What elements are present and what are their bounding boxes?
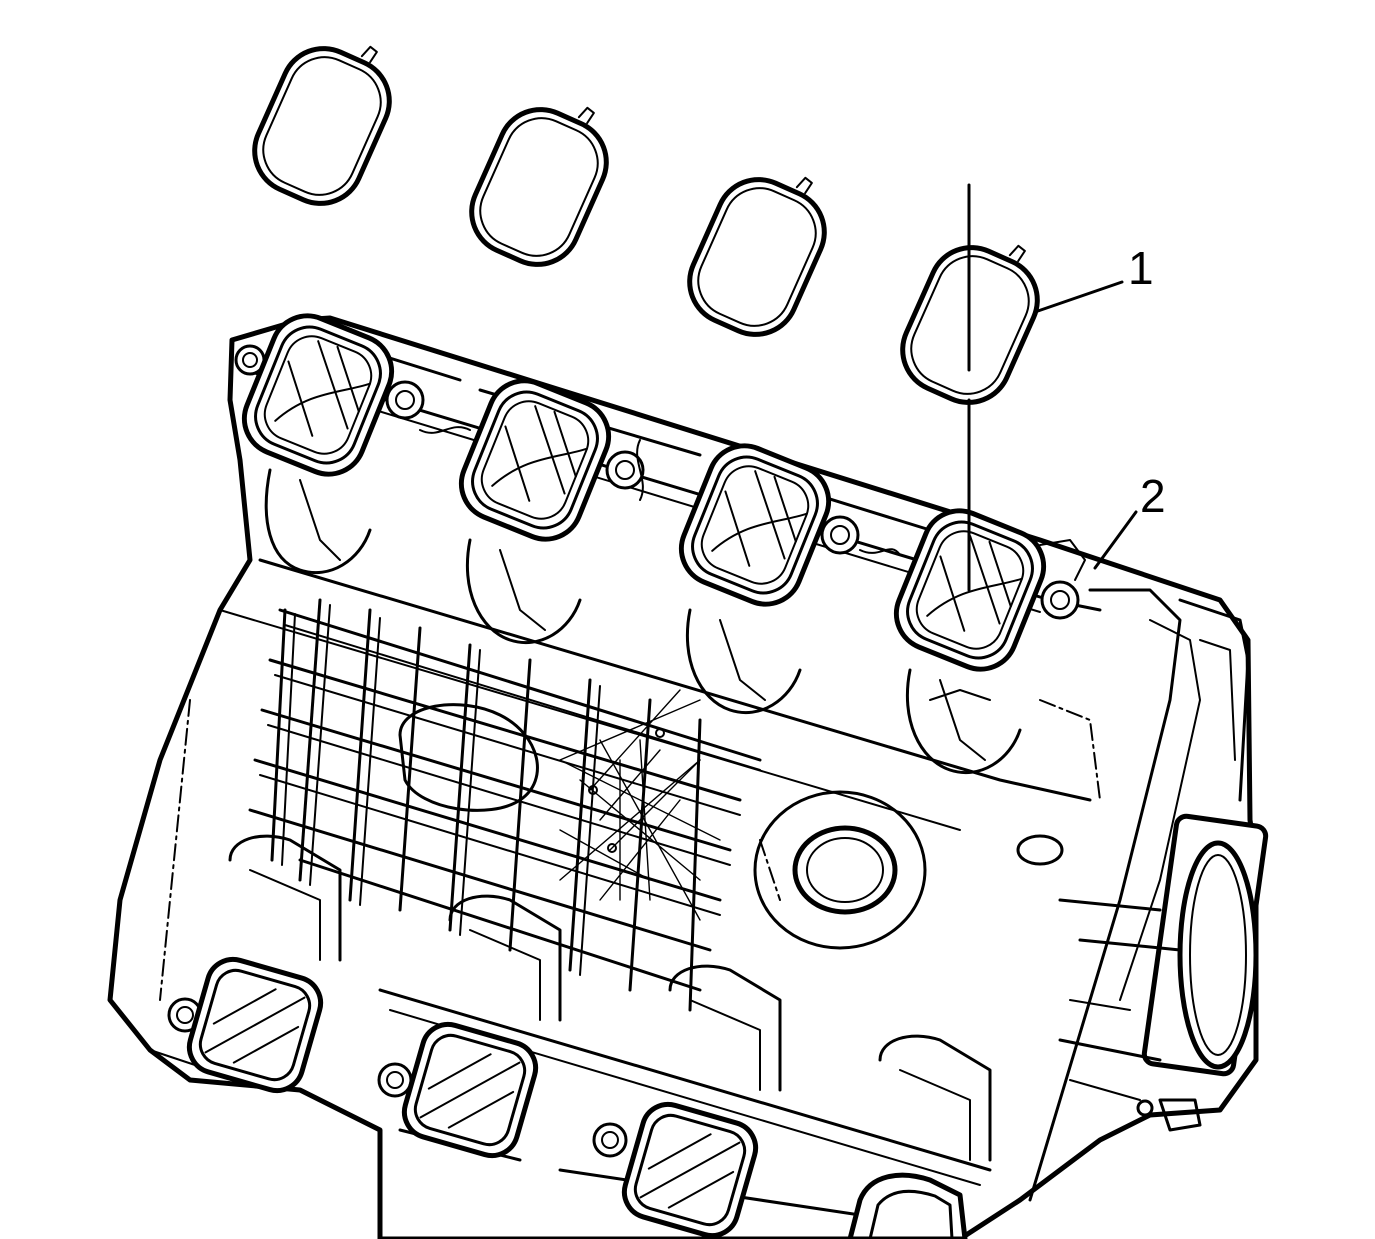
upper-runners — [264, 468, 1022, 775]
lower-port-2 — [401, 1021, 539, 1159]
lower-port-3 — [621, 1101, 759, 1239]
lower-port-1 — [186, 956, 324, 1094]
center-boss — [753, 790, 927, 950]
gasket-loose-4 — [900, 244, 1040, 405]
lower-port-4 — [847, 1172, 968, 1239]
callout-1: 1 — [1033, 242, 1154, 314]
throttle-body-flange — [1058, 813, 1269, 1132]
callout-1-leader — [1033, 280, 1124, 314]
upper-port-1 — [241, 313, 395, 477]
callout-1-label: 1 — [1128, 242, 1154, 294]
loose-gaskets — [252, 45, 1040, 405]
upper-port-3 — [678, 443, 832, 607]
upper-port-gaskets — [241, 313, 1047, 672]
rib-grid — [248, 598, 762, 1012]
callout-2-leader — [1093, 510, 1138, 570]
gasket-loose-1 — [252, 45, 392, 206]
upper-port-2 — [458, 378, 612, 542]
gasket-loose-2 — [469, 106, 609, 267]
web-ribs — [559, 689, 721, 921]
callout-2-label: 2 — [1140, 470, 1166, 522]
gasket-loose-3 — [687, 176, 827, 337]
callout-2: 2 — [1093, 470, 1166, 570]
lower-port-gaskets — [186, 956, 968, 1239]
